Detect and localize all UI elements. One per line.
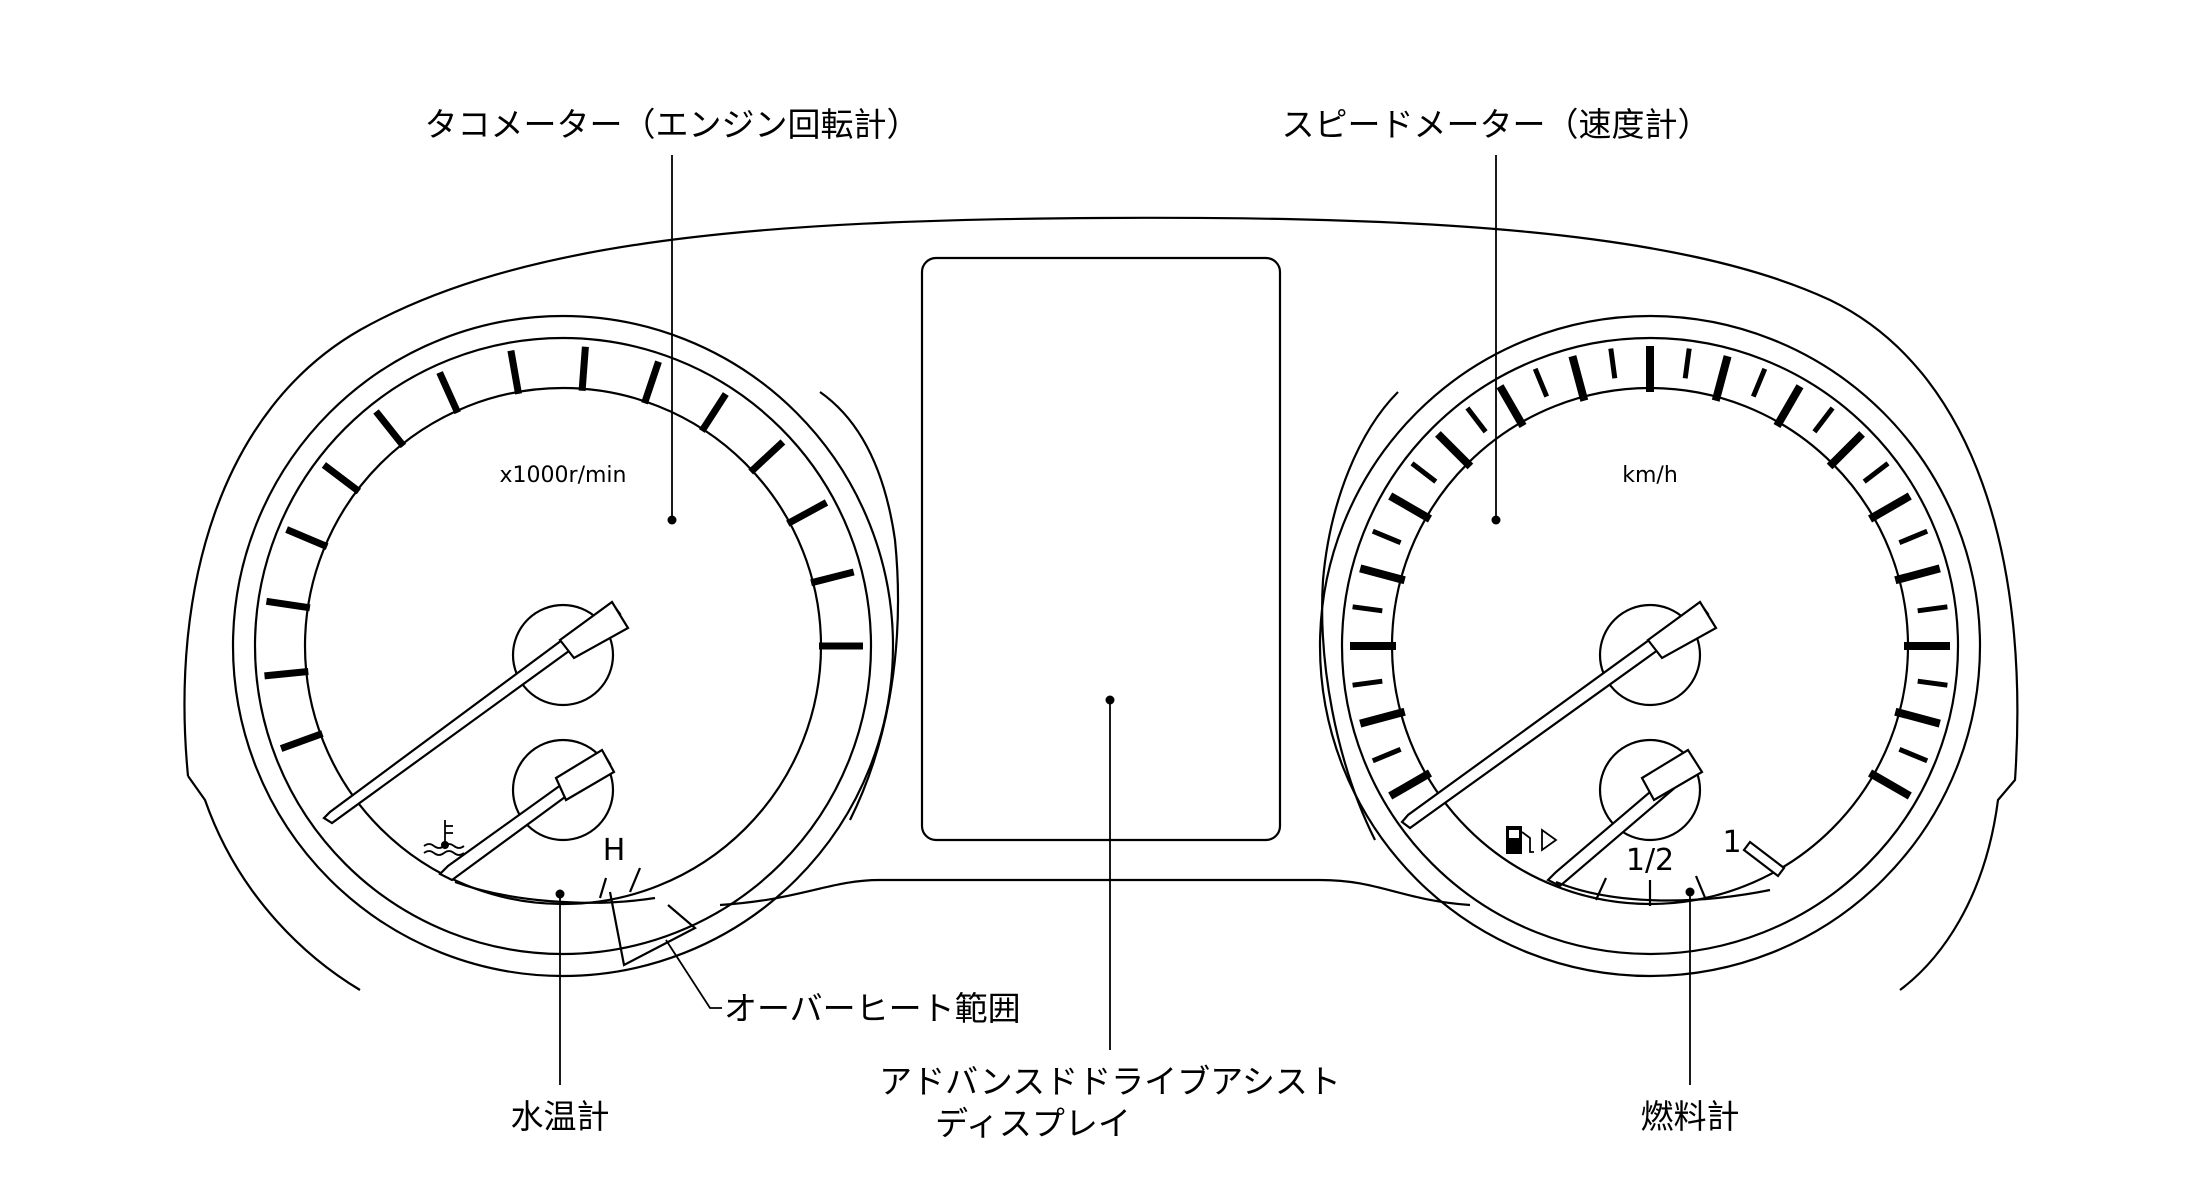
speedometer-scale-tick (1359, 707, 1406, 728)
speedometer-scale-tick (1862, 461, 1890, 484)
tachometer-unit-label: x1000r/min (500, 463, 627, 488)
speedometer-scale-tick (1894, 564, 1941, 585)
cluster-housing-left-lower (187, 775, 361, 991)
tachometer-scale-tick (279, 730, 324, 752)
fuel-gauge-callout-label: 燃料計 (1641, 1097, 1740, 1136)
speedometer-needle-tip (1646, 600, 1718, 660)
overheat-range-callout-label: オーバーヒート範囲 (724, 989, 1021, 1028)
fuel-full-label: 1 (1722, 825, 1741, 860)
speedometer-scale-tick (1812, 406, 1835, 434)
water-temp-scale-arc (454, 880, 656, 904)
speedometer-bezel-outline (1321, 391, 1399, 841)
speedometer: km/h 1/2 1 (1318, 314, 1982, 978)
fuel-gauge-hub (1598, 738, 1702, 842)
speedometer-scale-tick (1465, 406, 1488, 434)
cluster-housing-outline (183, 216, 2019, 991)
fuel-gauge-scale-arc (1555, 880, 1771, 902)
speedometer-scale-tick (1371, 528, 1402, 546)
water-temp-hub (511, 738, 615, 842)
tachometer-scale-tick (507, 349, 522, 395)
tachometer-scale-tick (321, 462, 362, 495)
speedometer-ticks (1350, 346, 1950, 800)
speedometer-scale-tick (1750, 367, 1768, 398)
water-temp-needle-tip (554, 748, 616, 802)
tachometer-scale-tick (265, 597, 311, 612)
speedometer-hub (1598, 603, 1702, 707)
speedometer-scale-tick (1352, 678, 1383, 688)
fuel-tick-3 (1694, 875, 1708, 901)
lower-cowl-line (719, 878, 1471, 907)
tachometer-scale-tick (578, 346, 589, 391)
speedometer-scale-tick (1435, 431, 1474, 470)
fuel-tick-1 (1594, 877, 1608, 901)
speedometer-callout-label: スピードメーター（速度計） (1282, 105, 1711, 144)
speedometer-scale-tick (1917, 678, 1948, 688)
speedometer-scale-tick (1496, 384, 1527, 429)
water-temp-h-tick-a (598, 877, 608, 899)
speedometer-scale-tick (1894, 707, 1941, 728)
speedometer-scale-tick (1867, 769, 1912, 800)
speedometer-scale-tick (1359, 564, 1406, 585)
tachometer-scale-ring-outer (253, 336, 873, 956)
assist-display-callout-label-line1: アドバンスドドライブアシスト (879, 1062, 1341, 1101)
tachometer-scale-tick (786, 499, 829, 527)
tachometer-hub (511, 603, 615, 707)
water-temp-h-tick-b (628, 867, 642, 893)
fuel-half-label: 1/2 (1626, 843, 1674, 878)
speedometer-scale-tick (1711, 355, 1732, 402)
tachometer-outer-ring (231, 314, 895, 978)
overheat-range-mark (608, 891, 697, 967)
coolant-temperature-icon (423, 820, 465, 856)
assist-display-callout-label-line2: ディスプレイ (935, 1104, 1131, 1143)
speedometer-scale-tick (1532, 367, 1550, 398)
tachometer-scale-tick (436, 371, 461, 415)
speedometer-scale-tick (1352, 604, 1383, 614)
speedometer-scale-tick (1682, 348, 1692, 379)
speedometer-scale-tick (1410, 461, 1438, 484)
overheat-range-leader (665, 939, 722, 1009)
fuel-pump-icon (1506, 826, 1558, 854)
tachometer-scale-tick (810, 568, 855, 587)
speedometer-scale-tick (1826, 431, 1865, 470)
speedometer-scale-ring-outer (1340, 336, 1960, 956)
speedometer-scale-tick (1898, 528, 1929, 546)
tachometer-scale-tick (748, 439, 786, 475)
tachometer-scale-tick (698, 392, 729, 433)
tachometer-scale-tick (641, 360, 662, 405)
speedometer-scale-tick (1388, 769, 1433, 800)
speedometer-unit-label: km/h (1622, 463, 1678, 488)
speedometer-outer-ring (1318, 314, 1982, 978)
tachometer-scale-tick (285, 526, 329, 550)
fuel-full-mark (1742, 840, 1786, 878)
tachometer-needle-tip (558, 600, 630, 660)
tachometer-callout-label: タコメーター（エンジン回転計） (425, 105, 920, 144)
speedometer-scale-tick (1608, 348, 1618, 379)
water-temp-h-label: H (603, 833, 626, 868)
fuel-gauge-needle-tip (1640, 748, 1704, 802)
speedometer-scale-tick (1388, 492, 1433, 523)
speedometer-scale-tick (1867, 492, 1912, 523)
tachometer-scale-tick (373, 409, 407, 449)
speedometer-scale-tick (1917, 604, 1948, 614)
assist-display-panel (920, 256, 1282, 842)
tachometer: x1000r/min H (231, 314, 900, 978)
speedometer-scale-tick (1568, 355, 1589, 402)
tachometer-scale-tick (264, 668, 309, 680)
water-temp-callout-label: 水温計 (511, 1097, 610, 1136)
speedometer-scale-tick (1773, 384, 1804, 429)
tachometer-ticks (264, 346, 863, 752)
speedometer-scale-tick (1371, 746, 1402, 764)
speedometer-scale-tick (1898, 746, 1929, 764)
